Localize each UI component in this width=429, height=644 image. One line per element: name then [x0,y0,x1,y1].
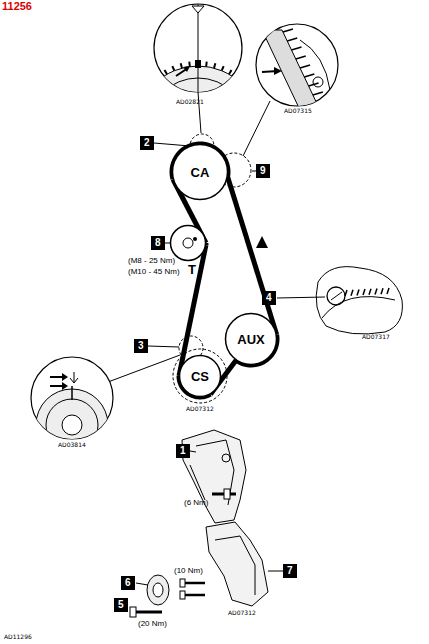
belt-inset [243,24,338,156]
figure-code: AD02821 [176,99,204,105]
figure-code: AD07312 [186,406,214,412]
camshaft-pulley: CA [172,144,228,200]
upper-timing-cover [182,430,246,523]
callout-number: 3 [134,339,148,353]
tensioner-pulley: T [170,225,206,261]
figure-code: AD07315 [284,108,312,114]
callout-number: 1 [176,444,190,458]
figure-code: AD03814 [58,442,86,448]
crankshaft-pulley: CS [179,355,221,397]
crankshaft-pulley [130,575,169,617]
pulley-label: AUX [237,333,264,346]
callout-number: 7 [283,564,297,578]
torque-value: (20 Nm) [138,620,167,628]
figure-code: AD11296 [4,634,32,640]
callout-number: 5 [114,598,128,612]
pulley-label: T [188,263,196,276]
torque-value: (M10 - 45 Nm) [128,268,180,276]
camshaft-inset [131,4,265,195]
torque-value: (6 Nm) [184,499,208,507]
figure-code: AD07317 [362,334,390,340]
callout-number: 2 [140,136,154,150]
callout-number: 9 [256,164,270,178]
belt-strand [228,177,277,335]
torque-value: (M8 - 25 Nm) [128,257,175,265]
callout-number: 4 [262,291,276,305]
figure-code: AD07312 [228,610,256,616]
pulley-label: CA [191,166,210,179]
callout-number: 6 [121,576,135,590]
auxiliary-inset [277,267,402,334]
lower-timing-cover [180,522,283,606]
pulley-outline [170,225,206,261]
crankshaft-inset [31,357,113,461]
auxiliary-pulley: AUX [225,313,277,365]
pulley-label: CS [191,370,209,383]
callout-number: 8 [151,236,165,250]
figure-number: 11256 [2,1,32,12]
torque-value: (10 Nm) [174,567,203,575]
